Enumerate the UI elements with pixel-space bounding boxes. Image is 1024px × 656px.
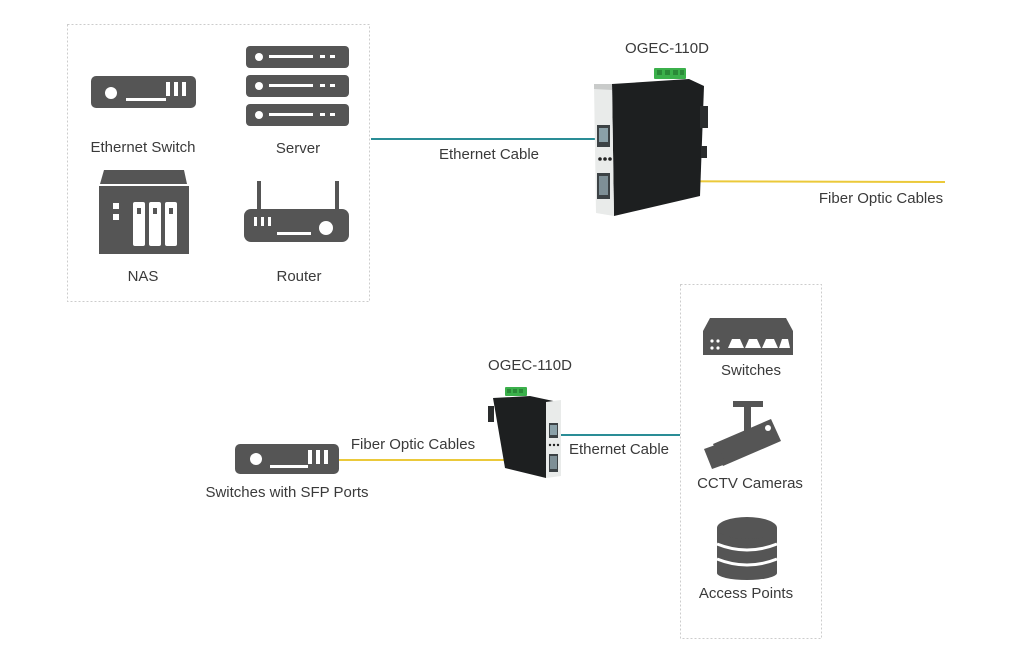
device-group-box-top bbox=[67, 24, 370, 302]
converter-title-bottom: OGEC-110D bbox=[488, 357, 572, 374]
network-switch-icon bbox=[703, 318, 793, 355]
media-converter-top bbox=[594, 68, 708, 216]
cctv-cameras-label: CCTV Cameras bbox=[697, 475, 803, 492]
ethernet-cable-label-bottom: Ethernet Cable bbox=[568, 441, 670, 458]
ethernet-cable-label-top: Ethernet Cable bbox=[438, 146, 540, 163]
sfp-switch-icon bbox=[235, 444, 339, 474]
router-icon bbox=[244, 181, 349, 242]
access-points-label: Access Points bbox=[698, 585, 794, 602]
switches-label: Switches bbox=[720, 362, 782, 379]
nas-icon bbox=[99, 170, 189, 254]
cctv-camera-icon bbox=[704, 401, 781, 469]
ethernet-switch-icon bbox=[91, 76, 196, 108]
endpoint-group-box bbox=[680, 284, 822, 639]
server-label: Server bbox=[275, 140, 321, 157]
access-point-icon bbox=[716, 517, 778, 580]
router-label: Router bbox=[276, 268, 322, 285]
media-converter-bottom bbox=[488, 387, 561, 478]
sfp-switch-label: Switches with SFP Ports bbox=[205, 484, 369, 501]
ethernet-switch-label: Ethernet Switch bbox=[90, 139, 196, 156]
nas-label: NAS bbox=[127, 268, 159, 285]
server-icon bbox=[246, 46, 349, 126]
converter-title-top: OGEC-110D bbox=[625, 40, 709, 57]
fiber-cables-label-bottom: Fiber Optic Cables bbox=[350, 436, 476, 453]
fiber-cables-label-top: Fiber Optic Cables bbox=[818, 190, 944, 207]
